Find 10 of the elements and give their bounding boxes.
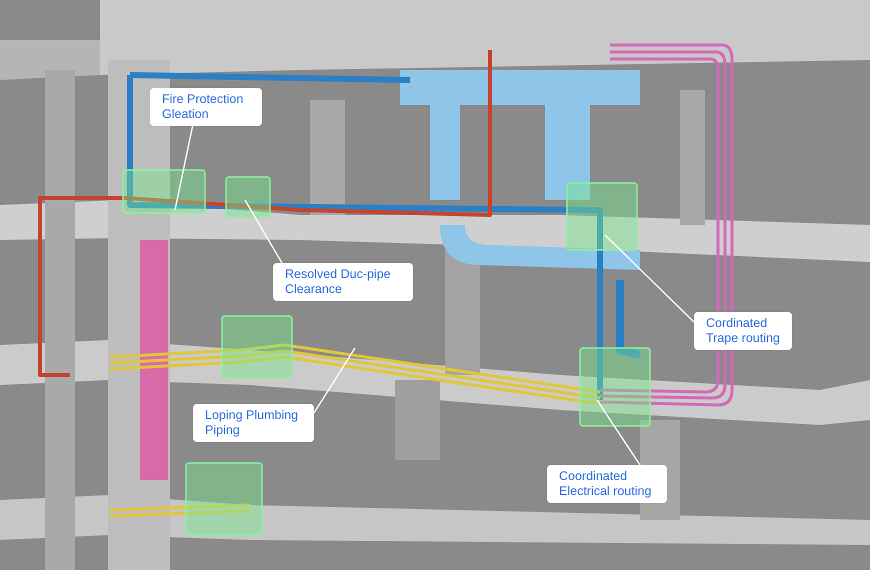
callout-label: Fire Protection Gleation xyxy=(150,88,262,126)
callout-label: Coordinated Electrical routing xyxy=(547,465,667,503)
leader-line xyxy=(313,348,356,414)
leader-line xyxy=(174,124,194,210)
leader-line xyxy=(244,200,283,264)
callout-label: Resolved Duc-pipe Clearance xyxy=(273,263,413,301)
callout-label: Cordinated Trape routing xyxy=(694,312,792,350)
callout-label: Loping Plumbing Piping xyxy=(193,404,314,442)
leader-line xyxy=(596,400,641,466)
leader-line xyxy=(604,234,694,322)
